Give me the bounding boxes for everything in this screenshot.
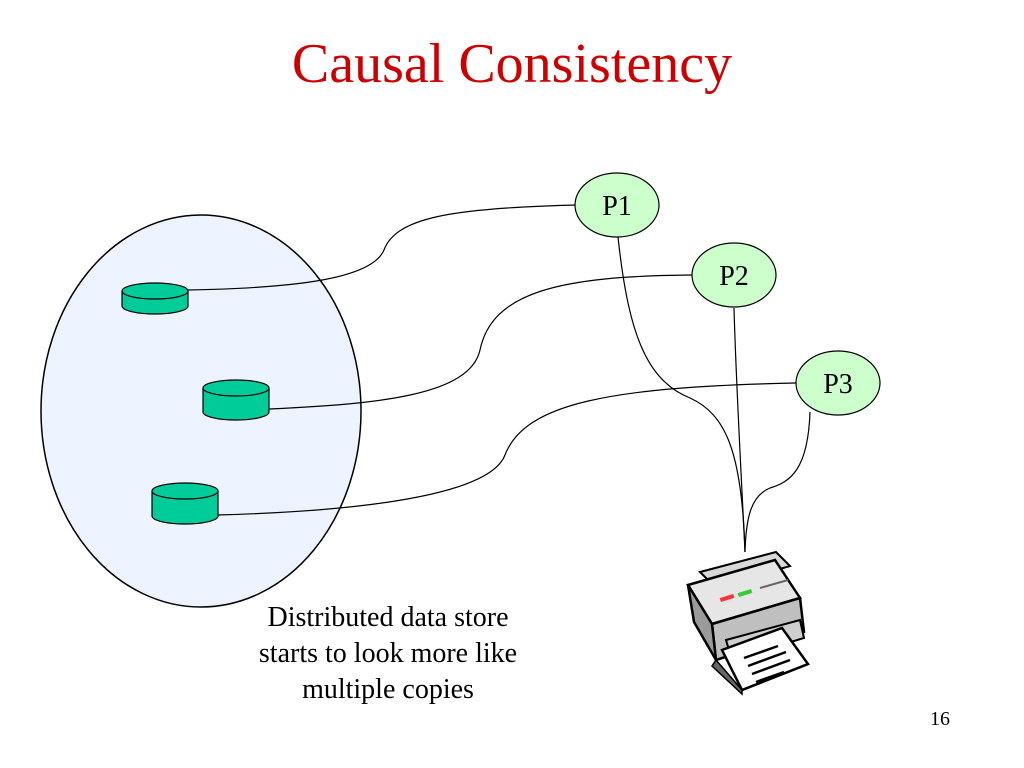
caption-line: multiple copies [302, 674, 474, 705]
caption-line: starts to look more like [258, 638, 518, 669]
connector-db2-p2 [268, 274, 693, 410]
connector-p1-printer [617, 236, 746, 553]
process-label: P2 [719, 261, 749, 292]
connector-db3-p3 [216, 382, 797, 516]
connector-db1-p1 [187, 204, 578, 291]
data-store-ellipse [40, 214, 362, 608]
process-node-p3: P3 [795, 350, 881, 416]
caption-line: Distributed data store [267, 602, 509, 633]
printer-icon [686, 550, 810, 696]
page-number: 16 [930, 708, 950, 730]
diagram-caption: Distributed data store starts to look mo… [218, 600, 558, 708]
database-icon [151, 482, 219, 525]
process-node-p1: P1 [574, 172, 660, 238]
process-label: P1 [602, 191, 632, 222]
database-icon [202, 379, 270, 421]
connector-p3-printer [744, 411, 811, 553]
database-icon [121, 282, 189, 315]
process-label: P3 [823, 369, 853, 400]
connector-p2-printer [733, 307, 746, 553]
slide-title: Causal Consistency [291, 33, 733, 95]
process-node-p2: P2 [691, 242, 777, 308]
